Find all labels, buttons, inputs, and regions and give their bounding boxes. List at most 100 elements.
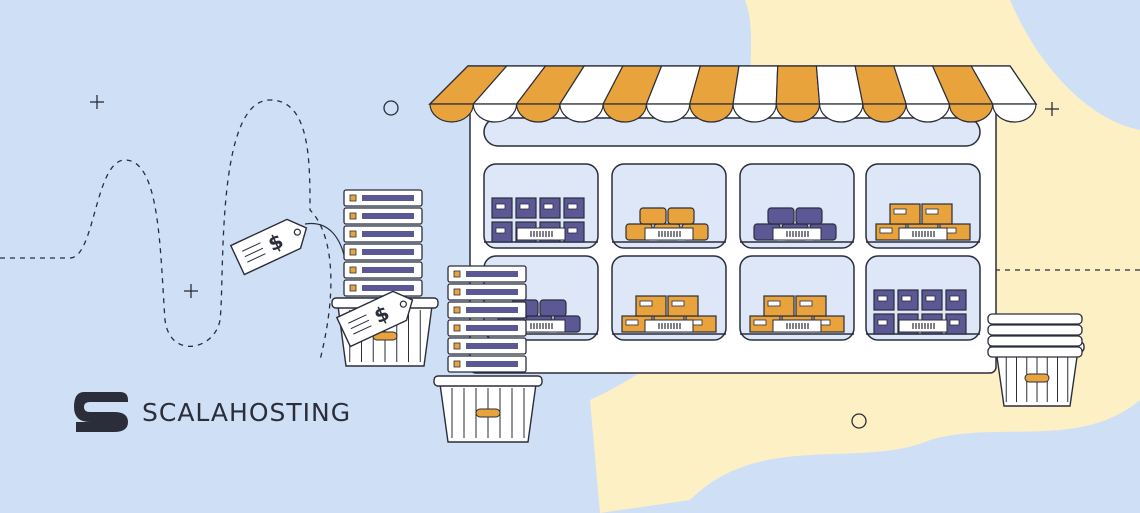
server-led <box>453 360 461 368</box>
scalahosting-s-logo-icon <box>74 392 128 432</box>
box-label <box>543 203 554 210</box>
server-slot <box>466 271 518 277</box>
box-label <box>925 208 939 215</box>
barcode-icon <box>772 227 822 241</box>
shop-sign <box>483 117 981 147</box>
box-label <box>901 295 912 302</box>
basket-stack-rim <box>987 346 1083 358</box>
awning-scallop <box>862 103 907 123</box>
awning-scallop <box>818 103 864 123</box>
can-icon <box>667 207 695 225</box>
box-label <box>567 227 578 234</box>
awning-scallop <box>775 103 821 123</box>
awning-scallop <box>992 103 1037 123</box>
box-label <box>671 300 685 307</box>
awning-scallop <box>645 103 691 123</box>
server-slot <box>466 325 518 331</box>
server-slot <box>362 231 414 237</box>
barcode-icon <box>898 319 948 333</box>
can-icon <box>795 207 823 225</box>
server-led <box>349 212 357 220</box>
server-led <box>349 284 357 292</box>
circle-dot <box>851 413 867 429</box>
server-led <box>453 342 461 350</box>
tag-line <box>244 247 264 258</box>
box-label <box>495 203 506 210</box>
server-led <box>349 230 357 238</box>
price-tag-icon: $ <box>229 218 308 276</box>
brand: SCALAHOSTING <box>72 390 351 434</box>
brand-name: SCALAHOSTING <box>142 397 352 427</box>
awning-scallop <box>429 103 474 123</box>
server-slot <box>362 267 414 273</box>
dashed-path <box>0 99 332 361</box>
server-slot <box>362 195 414 201</box>
box-label <box>567 203 578 210</box>
basket-stack-rim <box>987 324 1083 336</box>
box-label <box>877 295 888 302</box>
awning-scallop <box>732 103 777 123</box>
tag-line <box>353 325 372 335</box>
awning-stripe <box>775 65 821 105</box>
box-label <box>519 203 530 210</box>
box-label <box>893 208 907 215</box>
server-slot <box>362 249 414 255</box>
awning-scallop <box>689 103 734 123</box>
circle-dot <box>383 100 399 116</box>
tag-line <box>242 242 261 252</box>
basket-handle <box>1024 373 1050 383</box>
box-label <box>949 295 960 302</box>
server-led <box>453 306 461 314</box>
server-led <box>349 194 357 202</box>
server-led <box>453 324 461 332</box>
server-led <box>453 288 461 296</box>
can-icon <box>539 299 567 317</box>
server-slot <box>466 289 518 295</box>
barcode-icon <box>644 227 694 241</box>
barcode-icon <box>898 227 948 241</box>
awning-scallop <box>602 103 648 123</box>
tag-string <box>304 222 345 256</box>
box-label <box>949 319 960 326</box>
awning-scallop <box>472 103 518 123</box>
tag-line <box>350 319 370 330</box>
awning-scallop <box>515 103 561 123</box>
box-label <box>639 300 653 307</box>
awning-scallop <box>559 103 604 123</box>
barcode-icon <box>772 319 822 333</box>
tag-line <box>247 253 266 263</box>
box-label <box>753 319 767 326</box>
tag-hole <box>399 300 407 308</box>
server-slot <box>466 361 518 367</box>
barcode-icon <box>644 319 694 333</box>
server-slot <box>362 285 414 291</box>
box-label <box>877 319 888 326</box>
server-slot <box>466 343 518 349</box>
box-label <box>799 300 813 307</box>
price-tag-icon: $ <box>335 290 414 348</box>
awning-stripe <box>732 65 779 105</box>
server-slot <box>466 307 518 313</box>
awning-scallop <box>905 103 951 123</box>
awning-scallop <box>948 103 994 123</box>
basket-rim <box>433 375 543 387</box>
box-label <box>625 319 639 326</box>
can-icon <box>767 207 795 225</box>
basket-stack-rim <box>987 335 1083 347</box>
box-label <box>767 300 781 307</box>
box-label <box>495 227 506 234</box>
server-led <box>453 270 461 278</box>
box-label <box>879 227 893 234</box>
server-led <box>349 248 357 256</box>
box-label <box>925 295 936 302</box>
sparkle-icon <box>90 95 1059 298</box>
tag-hole <box>293 228 301 236</box>
basket-stack-rim <box>987 313 1083 325</box>
tag-line <box>348 314 367 324</box>
basket-handle <box>475 408 501 418</box>
awning <box>428 65 1038 123</box>
blue-corner <box>1010 0 1140 130</box>
server-led <box>349 266 357 274</box>
